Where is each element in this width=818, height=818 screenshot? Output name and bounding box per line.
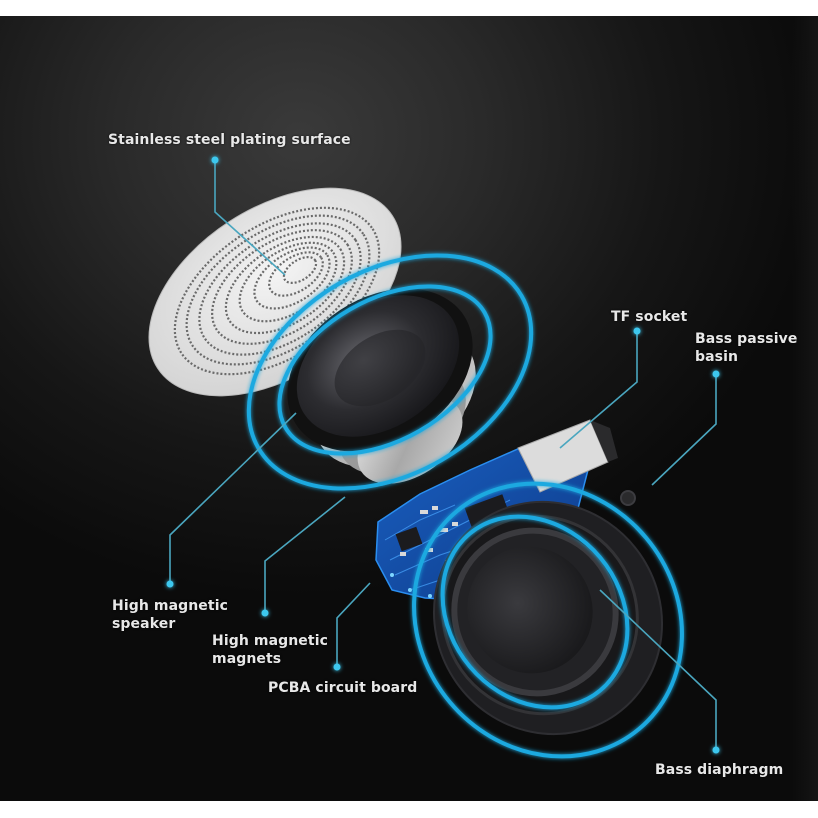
diagram-canvas xyxy=(0,16,818,801)
label-bass-passive-basin: Bass passive basin xyxy=(695,330,797,366)
label-pcba-circuit-board: PCBA circuit board xyxy=(268,679,417,697)
label-line: magnets xyxy=(212,651,282,667)
label-line: speaker xyxy=(112,616,176,632)
label-line: High magnetic xyxy=(212,633,328,649)
label-stainless-steel-plating-surface: Stainless steel plating surface xyxy=(108,131,351,149)
label-high-magnetic-magnets: High magnetic magnets xyxy=(212,632,328,668)
bass-glow-rings xyxy=(412,481,684,759)
exploded-view-illustration xyxy=(148,156,720,759)
label-line: PCBA circuit board xyxy=(268,680,418,696)
bass-passive-radiator xyxy=(432,490,664,736)
label-line: Stainless steel plating surface xyxy=(108,132,351,148)
label-tf-socket: TF socket xyxy=(611,308,687,326)
label-line: TF socket xyxy=(611,309,688,325)
leader-dots xyxy=(166,156,720,754)
label-line: Bass passive xyxy=(695,331,798,347)
tf-socket xyxy=(517,419,618,493)
leader-lines xyxy=(169,160,717,750)
right-edge-shade xyxy=(792,16,818,801)
label-bass-diaphragm: Bass diaphragm xyxy=(655,761,783,779)
label-line: Bass diaphragm xyxy=(655,762,784,778)
label-line: basin xyxy=(695,349,739,365)
label-line: High magnetic xyxy=(112,598,228,614)
label-high-magnetic-speaker: High magnetic speaker xyxy=(112,597,228,633)
upper-glow-rings xyxy=(246,253,534,491)
